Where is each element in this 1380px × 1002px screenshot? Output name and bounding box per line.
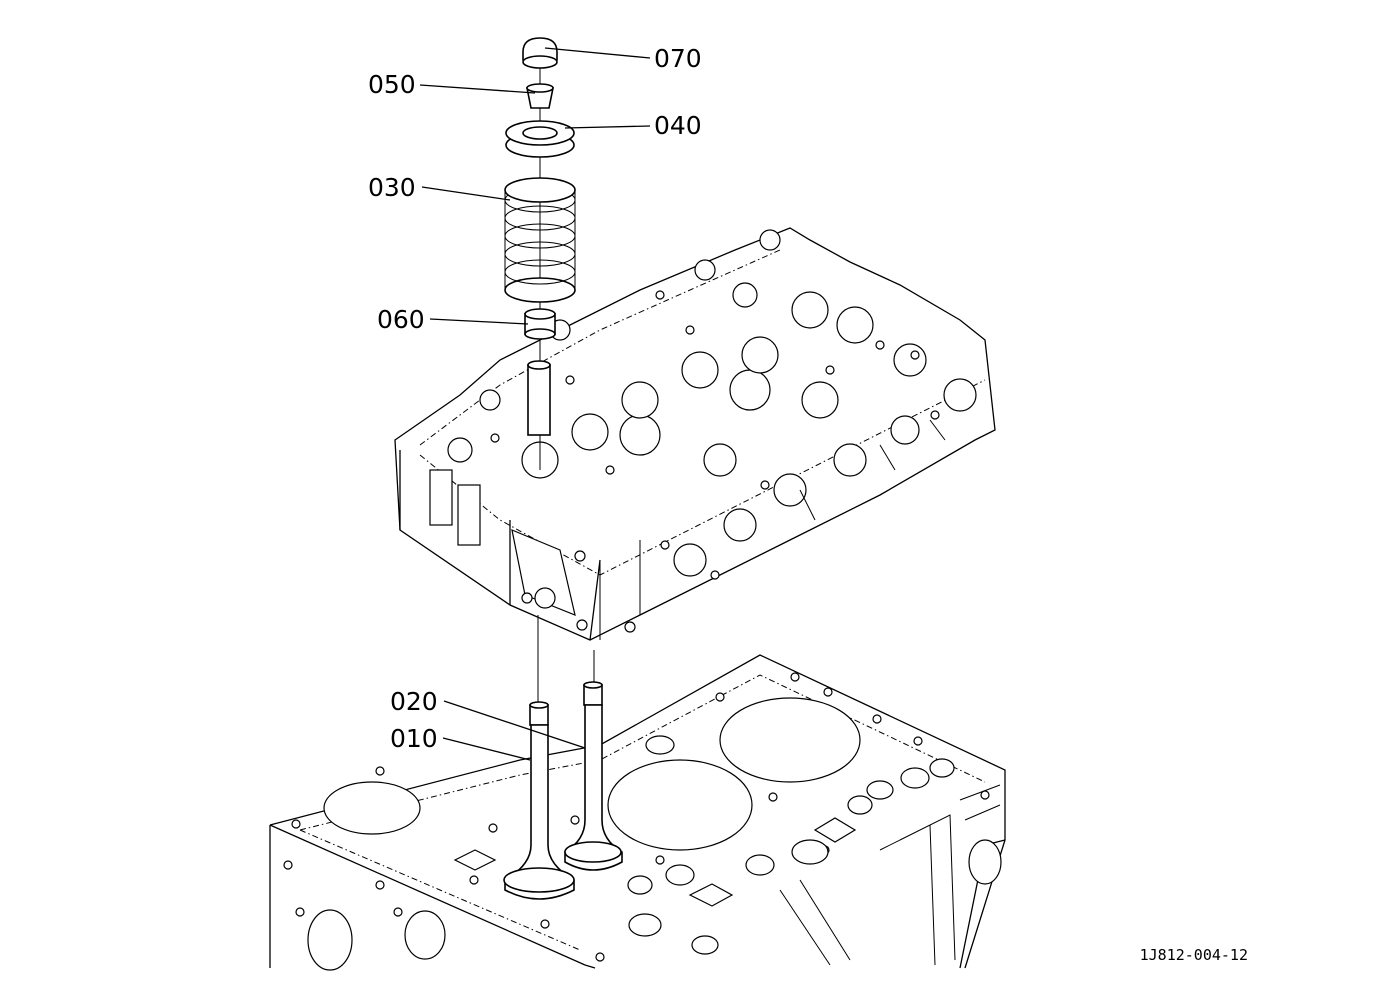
stem-seal-060 bbox=[524, 308, 556, 340]
leader-line-040 bbox=[564, 125, 651, 129]
cylinder-head bbox=[394, 227, 996, 641]
valve-spring-030 bbox=[504, 177, 576, 303]
cylinder-bore-2 bbox=[607, 759, 753, 851]
part-label-020: 020 bbox=[390, 687, 438, 716]
leader-line-030 bbox=[421, 186, 511, 201]
valve-010 bbox=[503, 701, 575, 900]
valve-guide bbox=[527, 360, 551, 436]
leader-line-050 bbox=[419, 84, 536, 94]
cylinder-bore-3 bbox=[719, 697, 861, 783]
part-label-050: 050 bbox=[368, 70, 416, 99]
cylinder-bore-1 bbox=[323, 781, 421, 835]
leader-line-020 bbox=[443, 700, 586, 749]
part-label-030: 030 bbox=[368, 173, 416, 202]
leader-line-010 bbox=[442, 737, 531, 761]
part-label-040: 040 bbox=[654, 111, 702, 140]
part-label-070: 070 bbox=[654, 44, 702, 73]
leader-line-060 bbox=[429, 318, 529, 325]
part-label-010: 010 bbox=[390, 724, 438, 753]
cylinder-block bbox=[269, 654, 1006, 971]
valve-cap-070 bbox=[522, 37, 558, 69]
drawing-id: 1J812-004-12 bbox=[1140, 946, 1248, 964]
part-label-060: 060 bbox=[377, 305, 425, 334]
leader-line-070 bbox=[544, 47, 651, 59]
spring-retainer-040 bbox=[505, 120, 575, 158]
valve-collet-050 bbox=[526, 83, 554, 109]
valve-020 bbox=[564, 681, 623, 871]
